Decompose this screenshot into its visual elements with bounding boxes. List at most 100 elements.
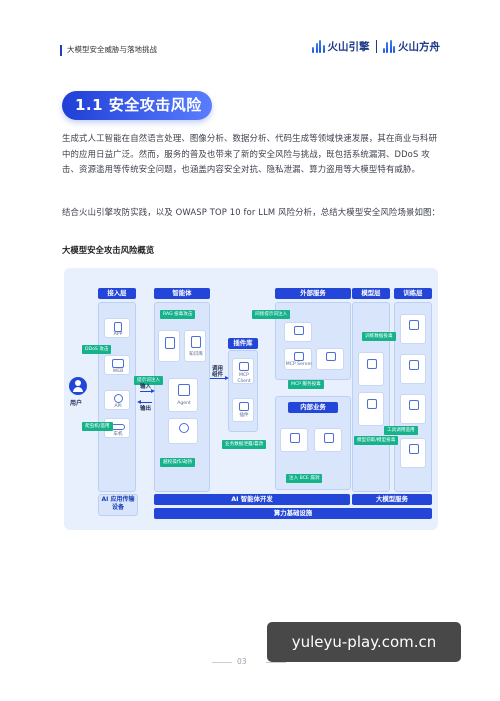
watermark: yuleyu-play.com.cn (267, 622, 461, 662)
car-label: 车机 (113, 432, 123, 437)
risk-tag-ddos: DDoS 攻击 (82, 345, 112, 354)
model-icon-2 (367, 399, 377, 409)
folder-icon (324, 433, 334, 443)
user-icon (69, 377, 87, 395)
internal-business-header: 内部业务 (288, 402, 338, 413)
model-card-2 (358, 392, 384, 426)
training-layer-header: 训练层 (394, 288, 432, 299)
knowledge-base-card: 知识库 (184, 330, 206, 362)
external-tool-card (316, 348, 344, 370)
internal-db-card (280, 428, 308, 452)
mcp-client-label: MCP Client (237, 373, 251, 384)
external-tool-icon (326, 352, 336, 361)
model-layer-header: 模型层 (352, 288, 390, 299)
header-accent-bar (60, 45, 62, 56)
volcengine-logo: 火山引擎 (312, 39, 370, 54)
train-card-2 (400, 354, 426, 384)
section-title: 1.1 安全攻击风险 (62, 91, 212, 120)
risk-tag-rag-poison: RAG 投毒攻击 (160, 310, 196, 319)
rag-doc-card (158, 330, 180, 362)
input-label: 输入 (140, 384, 152, 390)
web-card: WEB (104, 355, 130, 375)
web-label: WEB (112, 369, 124, 374)
external-service-header: 外部服务 (275, 288, 351, 299)
intro-paragraph: 生成式人工智能在自然语言处理、图像分析、数据分析、代码生成等领域快速发展，其在商… (62, 133, 438, 174)
call-component-arrow (210, 376, 229, 380)
brand-right-text: 火山方舟 (398, 41, 440, 53)
mcp-client-icon (239, 362, 249, 371)
risk-tag-tools-misuse: 工具调用滥用 (384, 426, 418, 435)
phone-icon (114, 322, 122, 332)
output-label: 输出 (140, 406, 152, 412)
database-icon (290, 433, 300, 443)
model-card-1 (358, 352, 384, 386)
mcp-server-card: MCP Server (284, 348, 312, 370)
page-number: 03 (237, 657, 247, 666)
compute-infra-bar: 算力基础设施 (154, 508, 432, 519)
volcano-wave-icon (312, 40, 325, 53)
api-card: API (104, 390, 130, 410)
mcp-server-label: MCP Server (285, 362, 313, 367)
ark-logo: 火山方舟 (382, 39, 440, 54)
risk-tag-agent-hijack: 越权操作/劫持 (160, 458, 196, 467)
train-card-1 (400, 314, 426, 344)
agent-label: Agent (177, 401, 191, 406)
sub-agent-card (168, 418, 198, 444)
plugin-library-header: 插件库 (228, 338, 258, 349)
mcp-server-icon (294, 352, 304, 361)
plugin-label: 插件 (239, 413, 249, 418)
input-arrow (140, 389, 155, 393)
train-icon-4 (409, 444, 419, 454)
model-icon-1 (367, 359, 377, 369)
train-card-3 (400, 394, 426, 424)
agent-header: 智能体 (154, 288, 210, 299)
external-api-card (284, 322, 312, 342)
risk-tag-prompt-injection: 提示词注入 (134, 376, 163, 385)
monitor-icon (112, 359, 124, 368)
risk-tag-mcp-poison: MCP 服务投毒 (288, 380, 324, 389)
user-label: 用户 (70, 400, 83, 407)
train-icon-3 (409, 400, 419, 410)
document-icon (165, 337, 175, 349)
risk-tag-indirect-injection: 间接提示词注入 (252, 310, 291, 319)
sub-agent-icon (179, 423, 189, 433)
ai-app-device-label: AI 应用传输设备 (101, 496, 135, 511)
llm-service-bar: 大模型服务 (352, 494, 432, 505)
plugin-icon (239, 402, 249, 411)
output-arrow (137, 400, 152, 404)
train-card-4 (400, 438, 426, 468)
external-api-icon (294, 326, 304, 335)
risk-tag-data-poison: 训练数据投毒 (362, 332, 396, 341)
api-label: API (114, 404, 122, 409)
book-icon (191, 336, 201, 348)
footer-line-right (266, 662, 286, 663)
brand-left-text: 火山引擎 (327, 41, 370, 53)
train-icon-2 (409, 360, 419, 370)
risk-overview-diagram: 接入层 智能体 外部服务 模型层 训练层 用户 APP WEB API 车机 D… (64, 268, 438, 530)
internal-file-card (314, 428, 342, 452)
ai-app-device-box (98, 494, 138, 516)
risk-tag-data-leak: 业务数据泄露/篡改 (222, 440, 267, 449)
kb-label: 知识库 (189, 352, 203, 357)
brand-logos: 火山引擎 火山方舟 (312, 39, 440, 54)
train-icon-1 (409, 320, 419, 330)
access-layer-header: 接入层 (98, 288, 136, 299)
plugin-card: 插件 (232, 398, 254, 422)
approach-paragraph: 结合火山引擎攻防实践，以及 OWASP TOP 10 for LLM 风险分析，… (62, 207, 441, 217)
ai-agent-dev-bar: AI 智能体开发 (154, 494, 350, 505)
risk-tag-model-theft: 模型窃取/模型投毒 (354, 436, 399, 445)
figure-caption: 大模型安全攻击风险概览 (62, 245, 155, 255)
agent-card: Agent (168, 378, 198, 412)
risk-tag-sql-inject: 注入 BCE 漏洞 (286, 474, 323, 483)
car-icon (111, 424, 125, 430)
app-card: APP (104, 318, 130, 338)
document-title: 大模型安全威胁与落地挑战 (67, 45, 157, 54)
agent-cube-icon (178, 384, 190, 396)
call-component-label: 调用组件 (212, 366, 224, 378)
mcp-client-card: MCP Client (232, 358, 254, 384)
app-label: APP (113, 332, 123, 337)
brand-separator (375, 40, 377, 53)
risk-tag-abuse: 爬虫机/滥用 (82, 422, 113, 431)
api-icon (114, 394, 123, 403)
footer-line-left (212, 662, 232, 663)
